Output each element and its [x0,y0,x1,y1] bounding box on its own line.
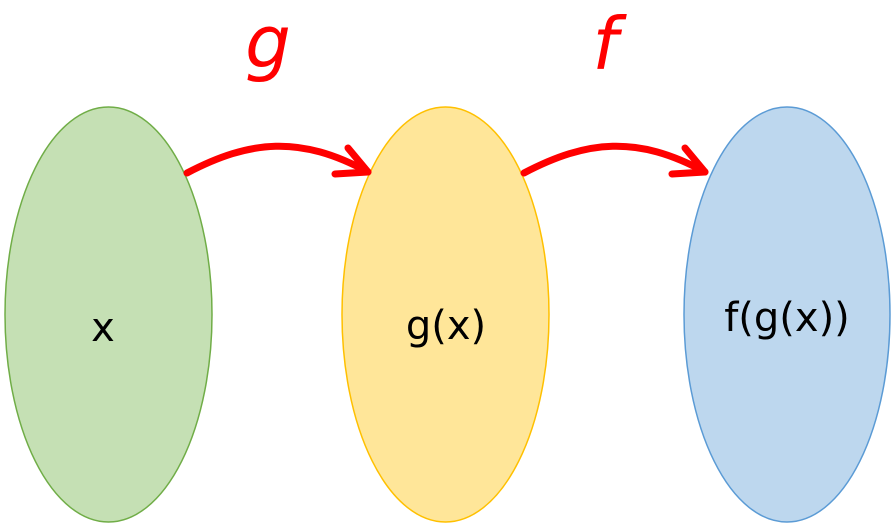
set-gx-label: g(x) [405,303,487,349]
arrow-g [183,142,372,178]
function-g-label: g [245,0,291,84]
set-gx-ellipse [341,106,550,523]
set-fgx-label: f(g(x)) [724,295,850,341]
function-f-label: f [592,2,618,86]
set-x-ellipse [4,106,213,523]
arrow-f [520,142,709,178]
set-x-label: x [91,305,115,351]
set-fgx-ellipse [683,106,891,523]
